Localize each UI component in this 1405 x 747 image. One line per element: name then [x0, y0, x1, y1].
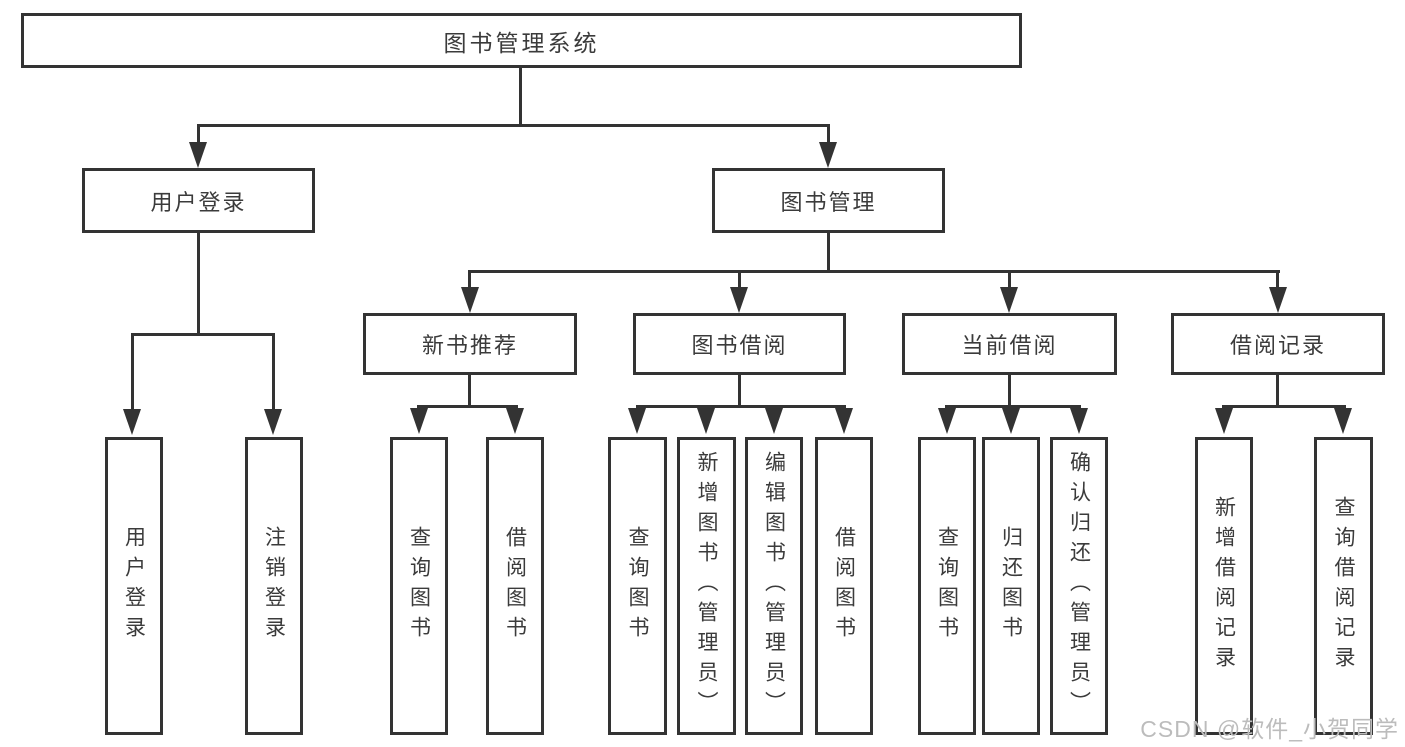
arrowhead-down-icon: [410, 408, 428, 434]
connector-line: [738, 375, 741, 408]
leaf-label: 编辑图书（管理员）: [762, 451, 786, 721]
arrowhead-down-icon: [123, 409, 141, 435]
leaf-label: 查询图书: [935, 526, 959, 646]
arrowhead-down-icon: [1269, 287, 1287, 313]
connector-line: [197, 233, 200, 336]
arrowhead-down-icon: [189, 142, 207, 168]
arrowhead-down-icon: [628, 408, 646, 434]
arrowhead-down-icon: [938, 408, 956, 434]
connector-line: [197, 126, 200, 144]
arrowhead-down-icon: [697, 408, 715, 434]
leaf-label: 查询借阅记录: [1332, 496, 1355, 676]
node-label: 借阅记录: [1229, 333, 1326, 358]
leaf-label: 新增借阅记录: [1212, 496, 1236, 676]
node-book-management: 图书管理: [712, 168, 945, 233]
arrowhead-down-icon: [1002, 408, 1020, 434]
leaf-query-borrow-record: 查询借阅记录: [1314, 437, 1373, 735]
connector-line: [417, 405, 518, 408]
connector-line: [468, 375, 471, 408]
connector-line: [272, 335, 275, 410]
leaf-user-login: 用户登录: [105, 437, 163, 735]
arrowhead-down-icon: [1334, 408, 1352, 434]
connector-line: [1008, 272, 1011, 290]
csdn-watermark: CSDN @软件_小贺同学: [1140, 716, 1399, 742]
arrowhead-down-icon: [461, 287, 479, 313]
leaf-label: 新增图书（管理员）: [695, 451, 718, 721]
leaf-add-book-admin: 新增图书（管理员）: [677, 437, 736, 735]
arrowhead-down-icon: [1215, 408, 1233, 434]
node-label: 图书管理: [780, 189, 877, 215]
leaf-query-books-recommend: 查询图书: [390, 437, 448, 735]
arrowhead-down-icon: [506, 408, 524, 434]
leaf-borrow-books: 借阅图书: [815, 437, 873, 735]
leaf-confirm-return-admin: 确认归还（管理员）: [1050, 437, 1108, 735]
arrowhead-down-icon: [1070, 408, 1088, 434]
leaf-label: 归还图书: [999, 526, 1023, 646]
connector-line: [468, 272, 471, 290]
node-label: 用户登录: [150, 189, 247, 215]
connector-line: [1276, 272, 1279, 290]
leaf-borrow-books-recommend: 借阅图书: [486, 437, 544, 735]
connector-line: [131, 335, 134, 410]
connector-line: [197, 124, 830, 127]
leaf-return-book: 归还图书: [982, 437, 1040, 735]
connector-line: [738, 272, 741, 290]
arrowhead-down-icon: [264, 409, 282, 435]
leaf-label: 查询图书: [626, 526, 649, 646]
connector-line: [945, 405, 1081, 408]
connector-line: [827, 233, 830, 273]
node-library-management-system: 图书管理系统: [21, 13, 1022, 68]
leaf-label: 借阅图书: [832, 526, 856, 646]
leaf-label: 确认归还（管理员）: [1067, 451, 1091, 721]
node-label: 新书推荐: [421, 333, 518, 358]
arrowhead-down-icon: [765, 408, 783, 434]
leaf-label: 用户登录: [122, 526, 146, 646]
leaf-query-books-borrowing: 查询图书: [608, 437, 667, 735]
arrowhead-down-icon: [1000, 287, 1018, 313]
connector-line: [1008, 375, 1011, 408]
node-user-login: 用户登录: [82, 168, 315, 233]
connector-line: [1222, 405, 1346, 408]
leaf-add-borrow-record: 新增借阅记录: [1195, 437, 1253, 735]
leaf-logout: 注销登录: [245, 437, 303, 735]
node-new-book-recommend: 新书推荐: [363, 313, 577, 375]
connector-line: [468, 270, 1280, 273]
node-borrowing-records: 借阅记录: [1171, 313, 1385, 375]
node-label: 当前借阅: [961, 333, 1058, 358]
node-current-borrowing: 当前借阅: [902, 313, 1117, 375]
leaf-label: 查询图书: [407, 526, 431, 646]
arrowhead-down-icon: [835, 408, 853, 434]
node-label: 图书借阅: [691, 333, 788, 358]
connector-line: [519, 68, 522, 127]
node-label: 图书管理系统: [443, 29, 600, 56]
leaf-query-books-current: 查询图书: [918, 437, 976, 735]
arrowhead-down-icon: [819, 142, 837, 168]
leaf-edit-book-admin: 编辑图书（管理员）: [745, 437, 803, 735]
connector-line: [1276, 375, 1279, 408]
connector-line: [131, 333, 275, 336]
node-book-borrowing: 图书借阅: [633, 313, 846, 375]
connector-line: [636, 405, 846, 408]
arrowhead-down-icon: [730, 287, 748, 313]
connector-line: [827, 126, 830, 144]
leaf-label: 注销登录: [262, 526, 286, 646]
leaf-label: 借阅图书: [503, 526, 527, 646]
